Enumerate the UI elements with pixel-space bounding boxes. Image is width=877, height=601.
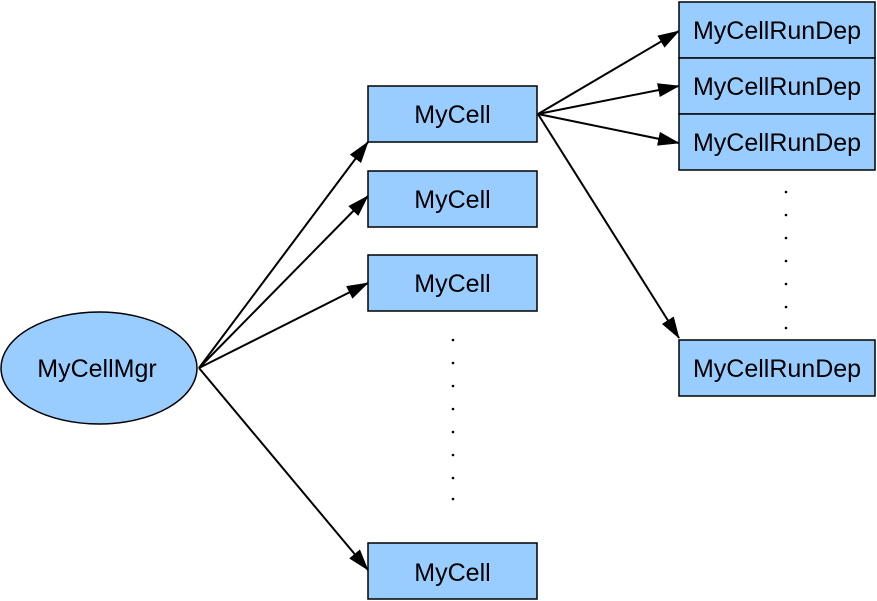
edge-cell-rundep-1 xyxy=(537,30,680,115)
edge-cell-rundep-3 xyxy=(537,113,680,146)
cell-edges xyxy=(537,30,680,339)
ellipsis-dot xyxy=(784,259,788,263)
ellipsis-dot xyxy=(451,338,455,342)
cell-label: MyCell xyxy=(414,186,490,214)
rundep-node: MyCellRunDep xyxy=(678,1,876,59)
rundep-label: MyCellRunDep xyxy=(693,73,861,101)
cell-node: MyCell xyxy=(367,254,538,312)
cell-box xyxy=(367,85,538,143)
rundep-label: MyCellRunDep xyxy=(693,129,861,157)
edge-cell-rundep-2 xyxy=(537,83,680,115)
ellipsis-dot xyxy=(784,236,788,240)
cell-node: MyCell xyxy=(367,170,538,228)
rundep-ellipsis xyxy=(784,190,788,330)
cell-label: MyCell xyxy=(414,270,490,298)
ellipsis-dot xyxy=(451,497,455,501)
manager-label: MyCellMgr xyxy=(37,355,156,383)
rundep-node: MyCellRunDep xyxy=(678,57,876,115)
cell-label: MyCell xyxy=(414,101,490,129)
ellipsis-dot xyxy=(784,213,788,217)
ellipsis-dot xyxy=(451,407,455,411)
cell-ellipsis xyxy=(451,338,455,501)
cell-node: MyCell xyxy=(367,85,538,143)
ellipsis-dot xyxy=(451,430,455,434)
ellipsis-dot xyxy=(451,453,455,457)
edge-manager-cell-4 xyxy=(198,367,369,571)
ellipsis-dot xyxy=(451,361,455,365)
ellipsis-dot xyxy=(784,326,788,330)
ellipsis-dot xyxy=(784,305,788,309)
edge-manager-cell-2 xyxy=(198,195,369,369)
cell-box xyxy=(367,254,538,312)
rundep-box xyxy=(678,113,876,171)
rundep-node: MyCellRunDep xyxy=(678,339,876,397)
ellipsis-dot xyxy=(784,282,788,286)
manager-shape xyxy=(0,311,198,425)
cell-box xyxy=(367,542,538,600)
ellipsis-dot xyxy=(451,384,455,388)
rundep-box xyxy=(678,339,876,397)
manager-edges xyxy=(198,141,369,571)
cell-node: MyCell xyxy=(367,542,538,600)
rundep-label: MyCellRunDep xyxy=(693,17,861,45)
cell-box xyxy=(367,170,538,228)
manager-node: MyCellMgr xyxy=(0,311,198,425)
edge-manager-cell-1 xyxy=(198,141,369,369)
ellipsis-dot xyxy=(784,190,788,194)
rundep-node: MyCellRunDep xyxy=(678,113,876,171)
rundep-label: MyCellRunDep xyxy=(693,355,861,383)
edge-cell-rundep-4 xyxy=(537,113,680,339)
ellipsis-dot xyxy=(451,476,455,480)
edge-manager-cell-3 xyxy=(198,282,369,369)
cell-label: MyCell xyxy=(414,559,490,587)
